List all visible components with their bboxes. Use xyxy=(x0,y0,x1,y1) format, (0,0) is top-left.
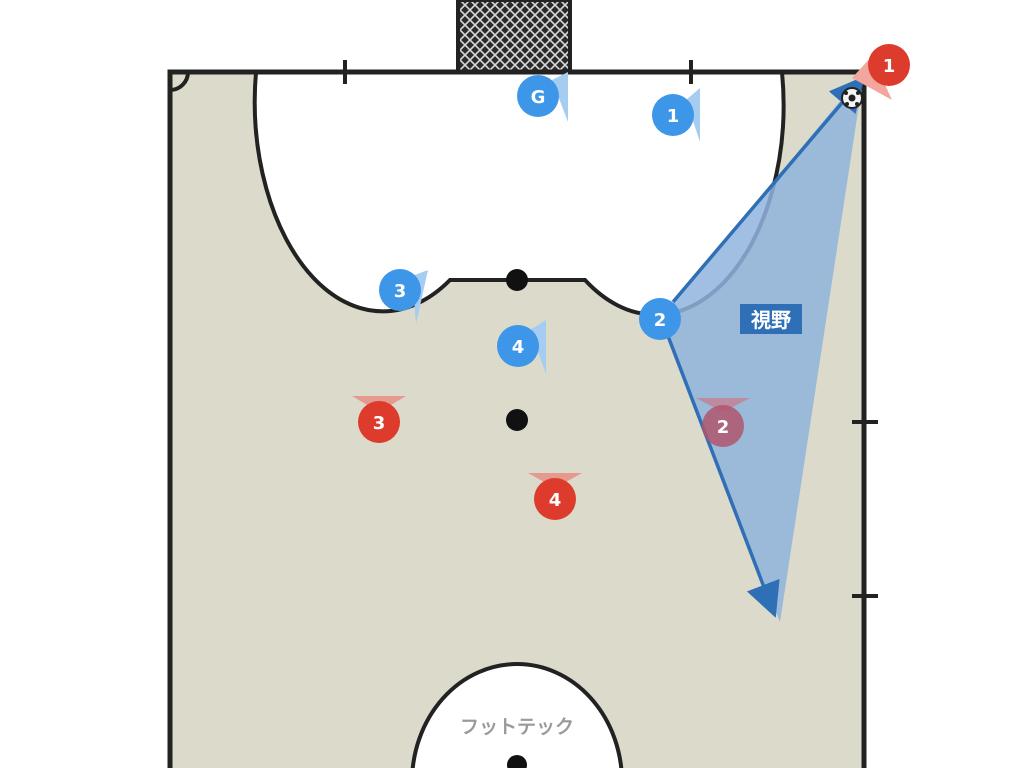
blue-player-2: 2 xyxy=(639,298,681,340)
player-label: 2 xyxy=(654,310,667,331)
pass-arrow-to-ball xyxy=(671,75,865,304)
center-spot xyxy=(507,755,527,768)
blue-player-4: 4 xyxy=(497,320,546,374)
soccer-ball-icon xyxy=(841,87,863,109)
vision-cone xyxy=(660,72,864,622)
player-label: 4 xyxy=(512,337,525,358)
blue-player-1: 1 xyxy=(652,88,700,142)
player-label: 3 xyxy=(394,281,407,302)
player-label: 3 xyxy=(373,413,386,434)
player-label: G xyxy=(531,87,546,108)
corner-arc xyxy=(169,71,190,92)
brand-watermark: フットテック xyxy=(460,716,574,738)
blue-player-3: 3 xyxy=(379,269,428,324)
vision-label-text: 視野 xyxy=(750,308,791,332)
vision-label: 視野 xyxy=(740,304,802,334)
court-tick-marks xyxy=(343,60,878,598)
run-arrow xyxy=(666,335,780,618)
player-label: 4 xyxy=(549,490,562,511)
player-label: 1 xyxy=(667,106,680,127)
red-player-4: 4 xyxy=(528,473,582,520)
blue-player-goalkeeper: G xyxy=(517,72,568,122)
red-player-1: 1 xyxy=(852,44,910,100)
red-player-3: 3 xyxy=(352,396,406,443)
red-player-2: 2 xyxy=(696,398,750,447)
center-circle xyxy=(410,662,624,768)
player-label: 1 xyxy=(883,56,896,77)
goal-net-icon xyxy=(456,0,572,74)
court-outline xyxy=(167,69,867,768)
penalty-spot xyxy=(506,269,528,291)
second-penalty-spot xyxy=(506,409,528,431)
player-label: 2 xyxy=(717,417,730,438)
